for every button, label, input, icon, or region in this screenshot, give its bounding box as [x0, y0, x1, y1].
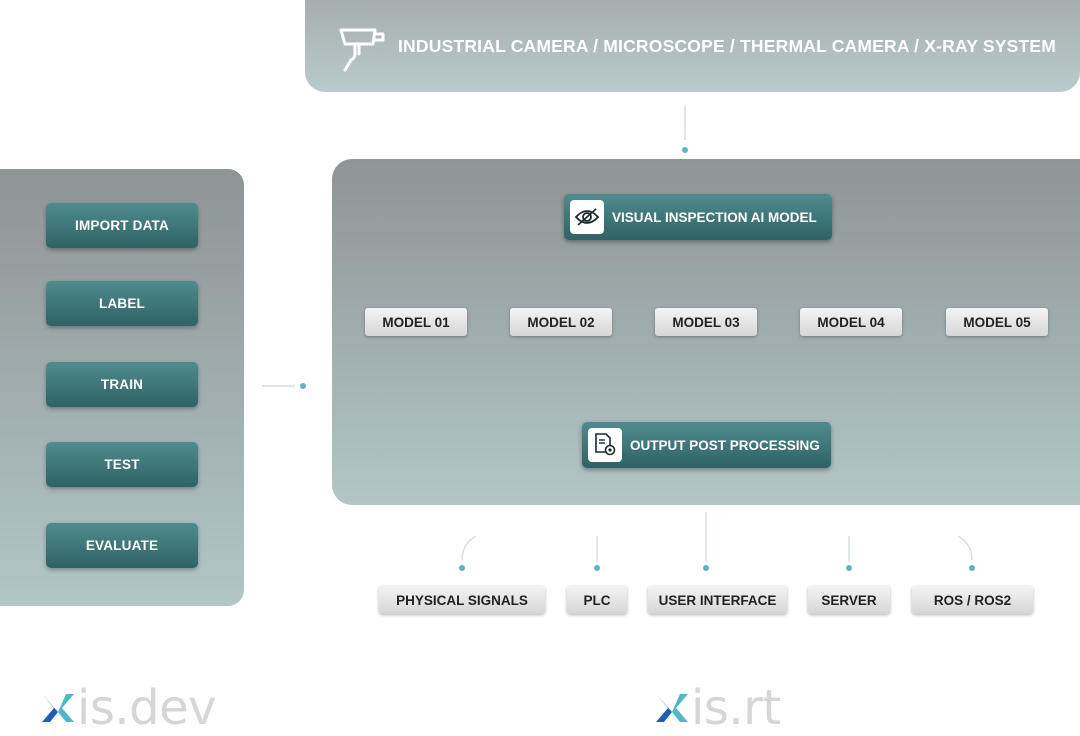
- output-server[interactable]: SERVER: [808, 586, 890, 614]
- xis-rt-logo-text: is.rt: [691, 680, 781, 736]
- post-processing-label: OUTPUT POST PROCESSING: [630, 437, 820, 453]
- xis-x-mark-icon: [656, 694, 688, 722]
- document-gear-icon: [588, 428, 622, 462]
- eye-icon: [570, 200, 604, 234]
- step-evaluate[interactable]: EVALUATE: [46, 523, 198, 568]
- security-camera-icon: [339, 28, 385, 72]
- xis-dev-logo-text: is.dev: [77, 680, 217, 736]
- output-ros[interactable]: ROS / ROS2: [912, 586, 1033, 614]
- model-03-chip[interactable]: MODEL 03: [655, 308, 757, 336]
- output-user-interface[interactable]: USER INTERFACE: [648, 586, 787, 614]
- step-label[interactable]: LABEL: [46, 281, 198, 326]
- step-import-data[interactable]: IMPORT DATA: [46, 203, 198, 248]
- step-train[interactable]: TRAIN: [46, 362, 198, 407]
- model-01-chip[interactable]: MODEL 01: [365, 308, 467, 336]
- output-plc[interactable]: PLC: [567, 586, 627, 614]
- dot: [682, 147, 688, 153]
- visual-inspection-ai-model[interactable]: VISUAL INSPECTION AI MODEL: [564, 194, 832, 240]
- step-test[interactable]: TEST: [46, 442, 198, 487]
- xis-x-mark-icon: [42, 694, 74, 722]
- workflow-panel: IMPORT DATA LABEL TRAIN TEST EVALUATE: [0, 169, 244, 606]
- model-05-chip[interactable]: MODEL 05: [946, 308, 1048, 336]
- ai-model-label: VISUAL INSPECTION AI MODEL: [612, 209, 817, 225]
- banner-title: INDUSTRIAL CAMERA / MICROSCOPE / THERMAL…: [398, 36, 1057, 56]
- model-04-chip[interactable]: MODEL 04: [800, 308, 902, 336]
- output-post-processing[interactable]: OUTPUT POST PROCESSING: [582, 422, 831, 468]
- xis-rt-logo: is.rt: [654, 680, 781, 736]
- xis-dev-logo: is.dev: [40, 680, 217, 736]
- camera-source-banner: INDUSTRIAL CAMERA / MICROSCOPE / THERMAL…: [305, 0, 1080, 92]
- output-physical-signals[interactable]: PHYSICAL SIGNALS: [379, 586, 545, 614]
- model-02-chip[interactable]: MODEL 02: [510, 308, 612, 336]
